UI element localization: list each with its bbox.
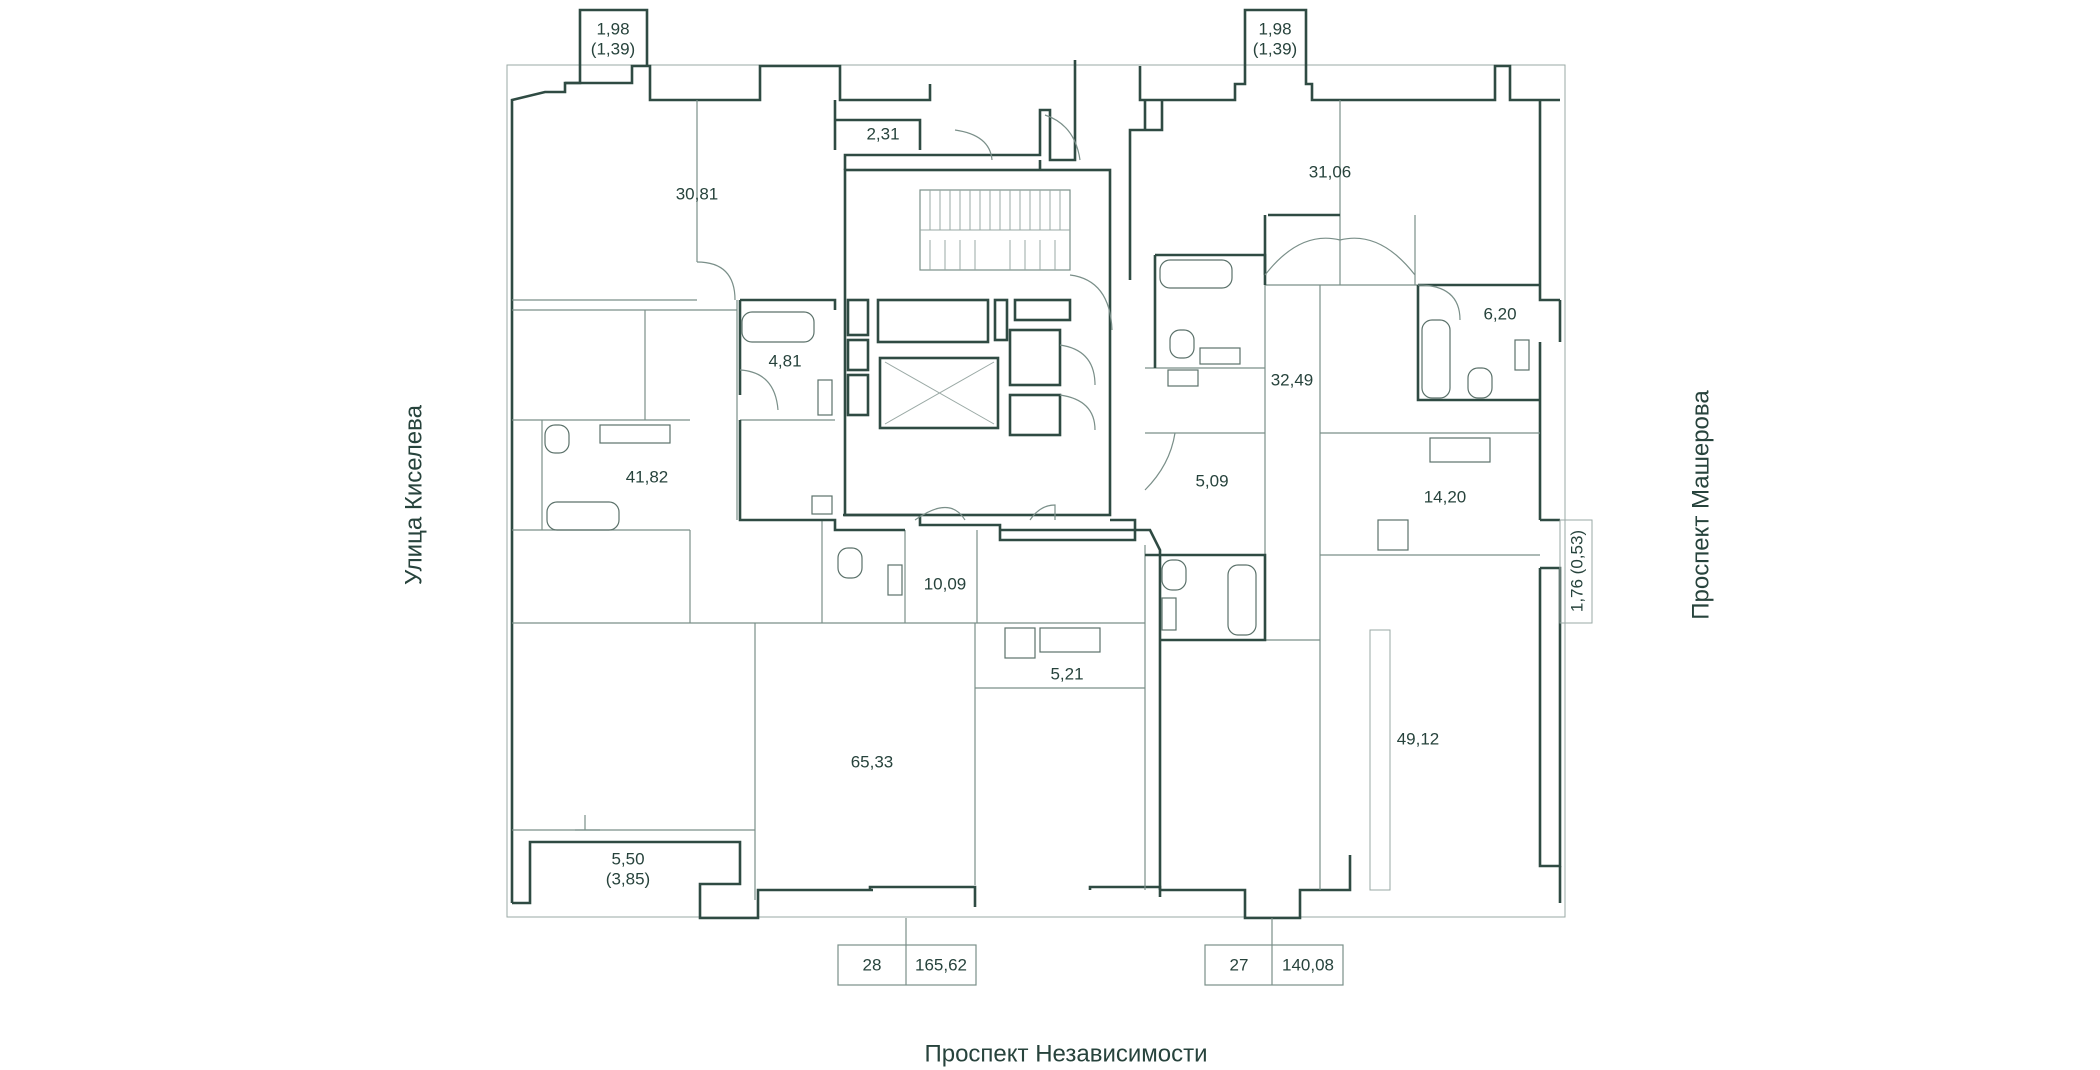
shaft-b [846,338,870,372]
right-east-wall-mid [1538,300,1562,520]
right-interior-partitions [1145,100,1540,890]
room-49-12: 49,12 [1397,729,1440,748]
balcony-left-area: 1,98 [596,19,629,38]
shaft-c [846,373,870,417]
shaft-e [1008,393,1062,437]
right-wet-walls [1145,253,1540,642]
right-bottom-wall [1160,855,1352,920]
toilet-1 [544,424,570,454]
sink-4 [1199,347,1241,365]
room-4-81: 4,81 [768,351,801,370]
right-apartment-outer-wall [1138,8,1560,102]
apartment-tags [837,918,1344,986]
room-2-31: 2,31 [866,124,899,143]
room-31-06: 31,06 [1309,162,1352,181]
core-door-arc-5 [1029,504,1056,521]
loggia-sub: (3,85) [606,869,650,888]
room-14-20: 14,20 [1424,487,1467,506]
room-30-81: 30,81 [676,184,719,203]
right-kitchen-counter [1369,629,1391,891]
room-10-09: 10,09 [924,574,967,593]
loggia-door [575,815,600,831]
left-balcony-wall [565,8,649,85]
apartment-28-area: 165,62 [915,955,967,974]
apartment-27-number: 27 [1230,955,1249,974]
street-left: Улица Киселева [400,404,427,585]
room-5-21: 5,21 [1050,664,1083,683]
sink-5 [1167,369,1199,387]
right-east-wall-upper [1538,100,1560,302]
sink-1 [817,379,833,416]
bathtub-4 [1421,319,1451,399]
core-door-arc-3 [1059,394,1096,431]
sink-7 [1161,597,1177,631]
stair-core-top [843,60,1077,170]
bathtub-2 [546,501,620,531]
balcony-right-sub: (1,39) [1253,39,1297,58]
left-interior-partitions [512,100,1146,900]
right-corridor-top [1263,213,1340,275]
double-sink-1 [599,424,671,444]
elevator-shaft-1 [876,298,990,344]
street-bottom: Проспект Независимости [924,1040,1207,1067]
core-bottom [843,513,1137,542]
toilet-3 [1169,329,1195,359]
bathtub-3 [1159,259,1233,289]
left-apartment-outer-wall [510,64,932,903]
left-wet-walls [738,298,1162,890]
right-west-wall [1128,100,1164,280]
entry-door-arc-1 [954,129,993,161]
room-65-33: 65,33 [851,752,894,771]
stair-core-walls [843,168,1112,517]
room-32-49: 32,49 [1271,370,1314,389]
left-bottom-bump2 [1088,885,1162,897]
right-door-arc-2 [1144,432,1176,491]
toilet-5 [1161,559,1187,591]
bathtub-5 [1227,564,1257,636]
toilet-2 [837,547,863,579]
shaft-a [846,298,870,337]
elevator-cross [884,361,995,425]
shaft-d [1008,328,1062,387]
apartment-27-area: 140,08 [1282,955,1334,974]
room-41-82: 41,82 [626,467,669,486]
left-2-31-walls [833,100,922,150]
toilet-4 [1467,367,1493,399]
left-door-arc-2 [739,369,779,411]
street-right: Проспект Машерова [1687,390,1714,620]
kitchen-sink-1 [1039,627,1101,653]
room-5-09: 5,09 [1195,471,1228,490]
stair-steps [920,190,1070,270]
side-balcony-outline [1559,519,1593,624]
sink-6 [1514,339,1530,371]
balcony-left-sub: (1,39) [591,39,635,58]
bathtub-1 [741,311,815,343]
right-double-door [1264,215,1416,285]
room-6-20: 6,20 [1483,304,1516,323]
building-frame [506,64,1566,918]
kitchen-sink-2 [1429,437,1491,463]
core-door-arc-4 [914,507,966,521]
side-balcony-area: 1,76 (0,53) [1567,530,1586,612]
balcony-right-area: 1,98 [1258,19,1291,38]
shaft-f [993,298,1009,342]
loggia-area: 5,50 [611,849,644,868]
apartment-28-number: 28 [863,955,882,974]
left-bottom-bump [868,885,977,907]
sink-3 [887,564,903,596]
elevator-cabin [878,356,1000,430]
right-door-arc-1 [1417,284,1461,321]
stove-2 [1377,519,1409,551]
sink-2 [811,495,833,515]
entry-door-arc-2 [1044,114,1081,161]
elevator-shaft-2 [1013,298,1072,322]
stove-1 [1004,627,1036,659]
left-bottom-wall [512,840,873,920]
right-east-wall-lower [1538,518,1562,868]
left-door-arc-1 [696,261,736,301]
core-door-arc-1 [1069,274,1113,331]
core-door-arc-2 [1059,344,1096,386]
